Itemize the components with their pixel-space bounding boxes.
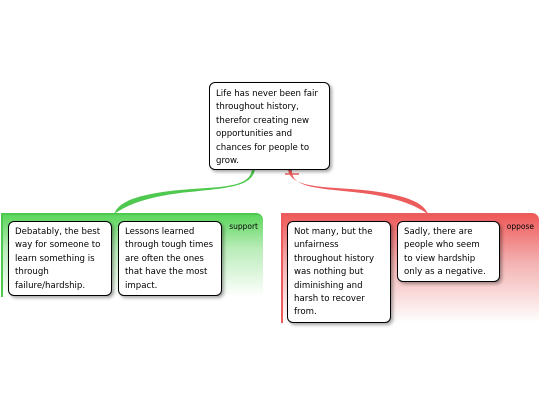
- support-item-1-node[interactable]: Debatably, the best way for someone to l…: [8, 221, 112, 296]
- support-item-2-node[interactable]: Lessons learned through tough times are …: [118, 221, 222, 296]
- oppose-label: oppose: [506, 222, 534, 231]
- support-label: support: [229, 222, 258, 231]
- oppose-item-2-node[interactable]: Sadly, there are people who seem to view…: [397, 221, 500, 282]
- oppose-connector: [288, 169, 428, 214]
- central-topic-node[interactable]: Life has never been fair throughout hist…: [209, 82, 330, 170]
- oppose-item-1-node[interactable]: Not many, but the unfairness throughout …: [287, 221, 391, 323]
- support-connector: [114, 169, 255, 214]
